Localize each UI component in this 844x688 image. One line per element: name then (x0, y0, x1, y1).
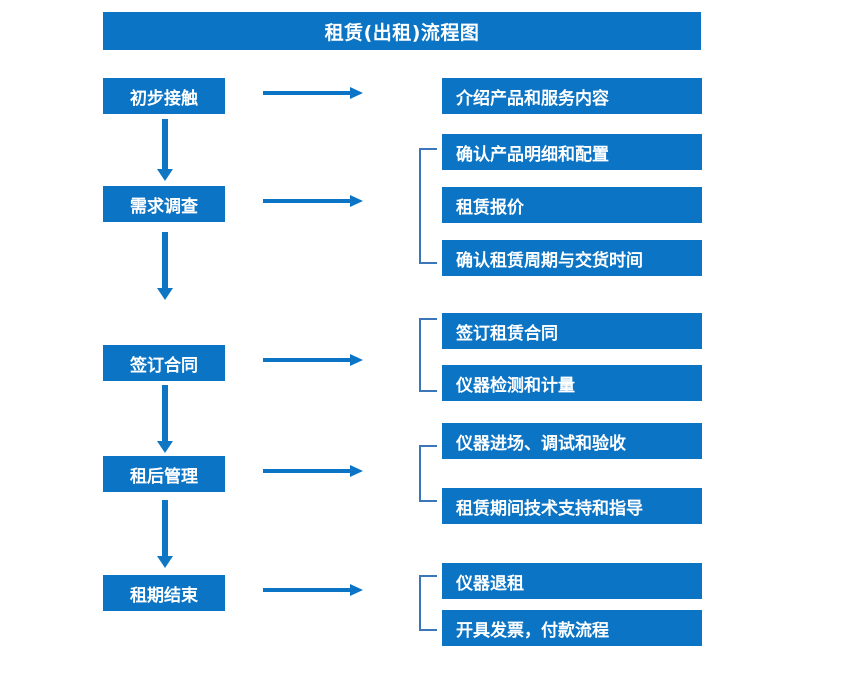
arrow-shaft (162, 385, 168, 442)
arrow-head (350, 354, 363, 366)
arrow-down-1 (157, 119, 173, 181)
arrow-shaft (263, 469, 351, 473)
arrow-right-2 (263, 193, 363, 209)
detail-node-2-2[interactable]: 租赁报价 (442, 187, 702, 223)
detail-node-2-3[interactable]: 确认租赁周期与交货时间 (442, 240, 702, 276)
group-bracket-2 (419, 148, 437, 264)
detail-node-5-1[interactable]: 仪器退租 (442, 563, 702, 599)
stage-node-4[interactable]: 租后管理 (103, 456, 225, 492)
group-bracket-3 (419, 318, 437, 392)
stage-node-5[interactable]: 租期结束 (103, 575, 225, 611)
arrow-down-3 (157, 385, 173, 453)
stage-node-3[interactable]: 签订合同 (103, 345, 225, 381)
arrow-shaft (263, 588, 351, 592)
detail-node-1-1[interactable]: 介绍产品和服务内容 (442, 78, 702, 114)
arrow-head (157, 441, 173, 453)
arrow-head (350, 87, 363, 99)
arrow-shaft (162, 500, 168, 557)
chart-title: 租赁(出租)流程图 (103, 12, 701, 50)
detail-node-5-2[interactable]: 开具发票，付款流程 (442, 610, 702, 646)
arrow-right-1 (263, 85, 363, 101)
arrow-head (350, 584, 363, 596)
arrow-shaft (162, 119, 168, 170)
arrow-down-4 (157, 500, 173, 568)
arrow-head (350, 195, 363, 207)
arrow-right-4 (263, 463, 363, 479)
stage-node-1[interactable]: 初步接触 (103, 78, 225, 114)
arrow-shaft (263, 358, 351, 362)
detail-node-3-1[interactable]: 签订租赁合同 (442, 313, 702, 349)
detail-node-2-1[interactable]: 确认产品明细和配置 (442, 134, 702, 170)
detail-node-4-1[interactable]: 仪器进场、调试和验收 (442, 423, 702, 459)
group-bracket-5 (419, 575, 437, 631)
detail-node-3-2[interactable]: 仪器检测和计量 (442, 365, 702, 401)
group-bracket-4 (419, 445, 437, 502)
arrow-shaft (162, 232, 168, 289)
arrow-down-2 (157, 232, 173, 300)
arrow-right-3 (263, 352, 363, 368)
arrow-head (157, 288, 173, 300)
detail-node-4-2[interactable]: 租赁期间技术支持和指导 (442, 488, 702, 524)
arrow-shaft (263, 91, 351, 95)
arrow-head (350, 465, 363, 477)
arrow-shaft (263, 199, 351, 203)
arrow-right-5 (263, 582, 363, 598)
arrow-head (157, 169, 173, 181)
stage-node-2[interactable]: 需求调查 (103, 186, 225, 222)
arrow-head (157, 556, 173, 568)
